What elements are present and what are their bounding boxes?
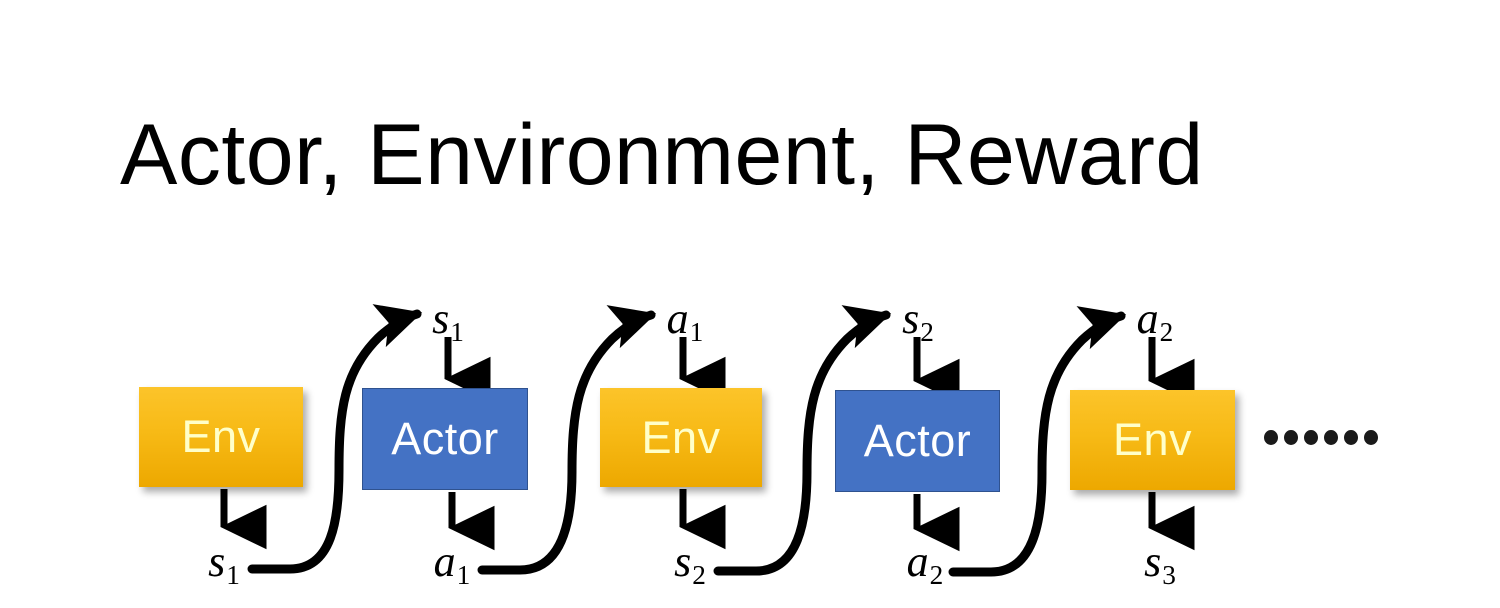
node-env-1[interactable]: Env <box>139 387 303 487</box>
label-subscript: 2 <box>929 559 944 590</box>
label-base: s <box>902 294 920 343</box>
label-base: s <box>1144 537 1162 586</box>
ellipsis-dot <box>1284 430 1298 445</box>
label-base: s <box>674 537 692 586</box>
top-label-s2: s2 <box>902 297 934 346</box>
page-title: Actor, Environment, Reward <box>120 107 1204 203</box>
node-label: Env <box>181 411 261 462</box>
ellipsis-dot <box>1304 430 1318 445</box>
node-label: Env <box>641 411 721 463</box>
node-env-3[interactable]: Env <box>1070 390 1235 490</box>
arrows-box-to-label <box>220 489 1195 552</box>
label-base: s <box>432 294 450 343</box>
label-base: a <box>1136 294 1159 343</box>
label-subscript: 2 <box>692 559 706 590</box>
ellipsis-dot <box>1324 430 1338 445</box>
curve-s1-to-top <box>247 304 423 574</box>
ellipsis-dot <box>1364 430 1378 445</box>
arrows-label-to-box <box>444 337 1195 404</box>
top-label-a1: a1 <box>667 297 704 346</box>
label-subscript: 2 <box>920 316 934 347</box>
bottom-label-s2: s2 <box>674 540 706 589</box>
label-base: a <box>433 537 456 586</box>
bottom-label-s3: s3 <box>1144 540 1176 589</box>
ellipsis-dot <box>1264 430 1278 445</box>
label-subscript: 2 <box>1159 316 1174 347</box>
ellipsis-continuation <box>1264 430 1378 445</box>
bottom-label-s1: s1 <box>208 540 240 589</box>
curved-connectors <box>247 304 1127 577</box>
ellipsis-dot <box>1344 430 1358 445</box>
label-subscript: 1 <box>456 559 471 590</box>
label-base: s <box>208 537 226 586</box>
label-subscript: 1 <box>689 316 704 347</box>
node-actor-2[interactable]: Actor <box>835 390 1000 492</box>
node-label: Env <box>1112 414 1193 465</box>
curve-a1-to-top <box>477 305 657 575</box>
curve-a2-to-top <box>948 306 1127 577</box>
node-label: Actor <box>391 413 499 464</box>
curve-s2-to-top <box>713 305 892 576</box>
node-env-2[interactable]: Env <box>600 388 762 487</box>
top-label-s1: s1 <box>432 297 464 346</box>
bottom-label-a1: a1 <box>434 540 471 589</box>
label-base: a <box>666 294 689 343</box>
node-label: Actor <box>863 415 972 466</box>
label-base: a <box>906 537 929 586</box>
label-subscript: 1 <box>226 559 240 590</box>
label-subscript: 3 <box>1162 559 1176 590</box>
top-label-a2: a2 <box>1137 297 1174 346</box>
bottom-label-a2: a2 <box>907 540 944 589</box>
node-actor-1[interactable]: Actor <box>362 388 528 490</box>
label-subscript: 1 <box>450 316 464 347</box>
